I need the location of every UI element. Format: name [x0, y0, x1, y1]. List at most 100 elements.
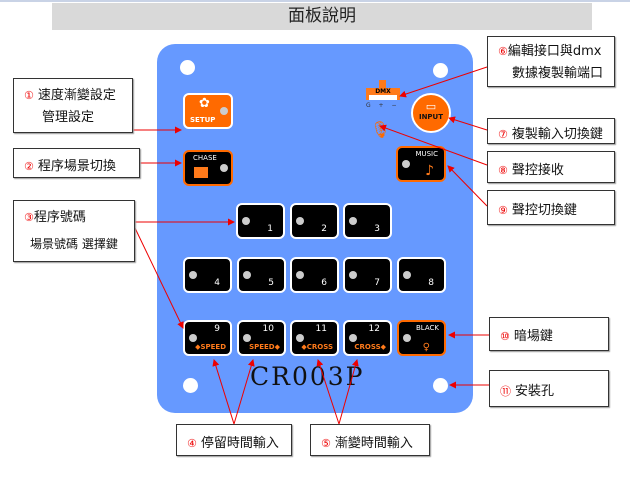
- speed-down-label: ◆SPEED: [195, 343, 226, 351]
- key-number: 2: [321, 224, 327, 234]
- scene-key-2[interactable]: 2: [290, 203, 339, 239]
- dmx-pin-labels: G + −: [366, 102, 400, 109]
- callout-text: 暗場鍵: [513, 329, 553, 344]
- callout-number: ⑩: [500, 330, 510, 343]
- key-led: [243, 334, 251, 342]
- callout-text: 停留時間輸入: [200, 436, 279, 451]
- callout-number: ⑦: [498, 128, 508, 141]
- input-button[interactable]: ▭ INPUT: [411, 93, 451, 133]
- input-label: INPUT: [418, 113, 444, 121]
- file-icon: ▭: [425, 100, 437, 113]
- callout-text: 複製輸入切換鍵: [511, 127, 603, 142]
- key-led: [243, 271, 251, 279]
- gear-icon: ✿: [199, 96, 210, 111]
- scene-key-4[interactable]: 4: [183, 257, 232, 293]
- dmx-port[interactable]: DMX: [366, 88, 400, 100]
- key-number: 9: [214, 324, 220, 334]
- callout-scene-keys: ③程序號碼 場景號碼 選擇鍵: [13, 200, 135, 262]
- callout-text: 程序場景切換: [37, 159, 116, 174]
- black-label: BLACK: [415, 324, 439, 332]
- key-number: 5: [268, 278, 274, 288]
- arrow-7: [448, 116, 488, 131]
- key-number: 10: [262, 324, 274, 334]
- callout-text: 聲控切換鍵: [511, 203, 577, 218]
- key-number: 6: [321, 278, 327, 288]
- music-label: MUSIC: [415, 150, 438, 158]
- chase-icon: [194, 167, 208, 178]
- arrow-5b: [338, 359, 359, 425]
- cross-down-label: ◆CROSS: [301, 343, 333, 351]
- callout-number: ⑪: [500, 385, 511, 398]
- mount-hole: [180, 60, 195, 75]
- music-led: [402, 160, 410, 168]
- key-number: 12: [368, 324, 380, 334]
- key-led: [349, 334, 357, 342]
- callout-text: 速度漸變設定: [37, 88, 116, 103]
- chase-led: [220, 164, 228, 172]
- scene-key-11[interactable]: 11 ◆CROSS: [290, 320, 339, 356]
- setup-label: SETUP: [190, 116, 216, 124]
- scene-key-6[interactable]: 6: [290, 257, 339, 293]
- callout-text: 場景號碼 選擇鍵: [30, 237, 118, 251]
- bulb-icon: ♀: [422, 342, 430, 353]
- key-number: 7: [374, 278, 380, 288]
- scene-key-1[interactable]: 1: [236, 203, 285, 239]
- callout-number: ⑧: [498, 164, 508, 177]
- scene-key-5[interactable]: 5: [237, 257, 286, 293]
- callout-dmx-port: ⑥編輯接口與dmx 數據複製輸端口: [487, 36, 615, 87]
- key-led: [349, 271, 357, 279]
- scene-key-9[interactable]: 9 ◆SPEED: [183, 320, 232, 356]
- key-led: [403, 334, 411, 342]
- cross-up-label: CROSS◆: [354, 343, 386, 351]
- arrow-4b: [233, 359, 255, 425]
- callout-text: 漸變時間輸入: [334, 436, 413, 451]
- dmx-label: DMX: [375, 88, 391, 95]
- scene-key-3[interactable]: 3: [343, 203, 392, 239]
- arrow-3b: [134, 227, 184, 329]
- scene-key-8[interactable]: 8: [397, 257, 446, 293]
- callout-text: 安裝孔: [515, 384, 555, 399]
- arrow-8: [379, 124, 488, 166]
- chase-label: CHASE: [193, 154, 217, 162]
- dmx-connector-icon: [379, 80, 386, 88]
- arrow-9: [447, 165, 488, 207]
- key-led: [189, 334, 197, 342]
- arrow-6: [399, 66, 488, 98]
- callout-number: ⑤: [321, 437, 331, 450]
- callout-number: ①: [24, 89, 34, 102]
- callout-text: 程序號碼: [33, 210, 86, 225]
- mount-hole: [433, 378, 448, 393]
- callout-number: ④: [187, 437, 197, 450]
- chase-button[interactable]: CHASE: [183, 150, 233, 186]
- key-led: [296, 217, 304, 225]
- key-led: [296, 271, 304, 279]
- key-led: [189, 271, 197, 279]
- key-number: 4: [214, 278, 220, 288]
- key-led: [349, 217, 357, 225]
- callout-number: ⑥: [498, 45, 508, 58]
- model-name: CR003P: [250, 362, 365, 391]
- key-number: 3: [374, 224, 380, 234]
- callout-number: ③: [24, 211, 34, 224]
- callout-number: ⑨: [498, 204, 508, 217]
- mount-hole: [433, 63, 448, 78]
- setup-button[interactable]: ✿ SETUP: [183, 93, 233, 129]
- dmx-slot: [369, 95, 397, 100]
- music-button[interactable]: MUSIC ♪: [396, 146, 446, 182]
- scene-key-7[interactable]: 7: [343, 257, 392, 293]
- top-border: [0, 0, 630, 2]
- callout-text: 數據複製輸端口: [512, 66, 604, 81]
- blackout-button[interactable]: BLACK ♀: [397, 320, 446, 356]
- arrow-5a: [316, 359, 340, 425]
- key-number: 11: [315, 324, 327, 334]
- key-number: 8: [428, 278, 434, 288]
- callout-number: ②: [24, 160, 34, 173]
- key-led: [403, 271, 411, 279]
